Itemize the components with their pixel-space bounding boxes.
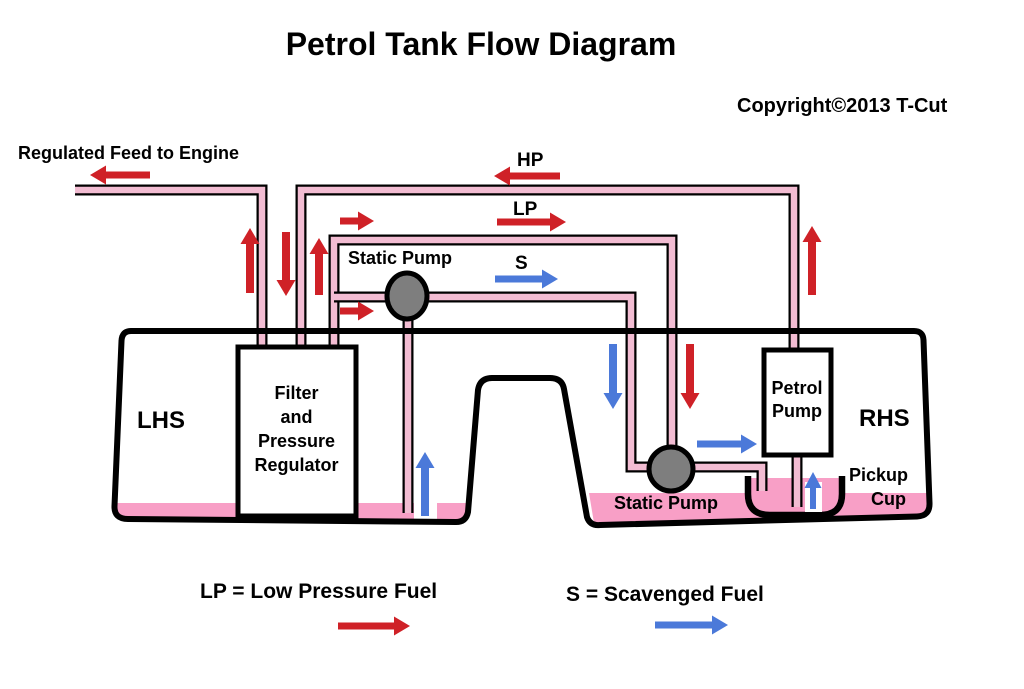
pipe-pump2-to-cup bbox=[688, 463, 766, 491]
lhs-label: LHS bbox=[137, 407, 185, 434]
regulated-feed-label: Regulated Feed to Engine bbox=[18, 143, 240, 163]
hp-label: HP bbox=[517, 150, 544, 171]
petrol-pump-label-line2: Pump bbox=[771, 401, 822, 421]
pickup-cup-label-line1: Pickup bbox=[849, 465, 909, 485]
static-pump-1 bbox=[384, 270, 430, 322]
s-label: S bbox=[515, 253, 528, 274]
arrow-up-lhs-suction bbox=[415, 452, 435, 516]
pipe-lp bbox=[330, 236, 676, 452]
arrow-right-s bbox=[495, 269, 558, 289]
arrow-up-cup-suction bbox=[804, 472, 822, 509]
arrow-right-lp-top bbox=[340, 211, 374, 231]
legend-s-text: S = Scavenged Fuel bbox=[566, 583, 764, 606]
pipe-engine-feed-outer bbox=[75, 184, 268, 352]
pipe-hp-outer bbox=[295, 184, 800, 352]
pipe-scavenge bbox=[424, 293, 654, 471]
tank-outline bbox=[111, 328, 933, 529]
rhs-label: RHS bbox=[859, 405, 910, 432]
pickup-cup-wall bbox=[744, 476, 846, 519]
filter-regulator-box bbox=[235, 344, 359, 519]
arrow-up-pump-output bbox=[802, 226, 822, 295]
filter-regulator-label: Filter and Pressure Regulator bbox=[239, 381, 354, 477]
static-pump-2-label: Static Pump bbox=[614, 493, 719, 513]
pickup-cup-label-line2: Cup bbox=[871, 489, 906, 509]
arrow-right-lp bbox=[497, 212, 566, 232]
pipe-lp-outer bbox=[328, 234, 678, 452]
static-pump-1-label: Static Pump bbox=[348, 248, 453, 268]
filter-regulator-label-line1: Filter bbox=[274, 383, 319, 403]
arrow-up-regulated-riser bbox=[240, 228, 260, 293]
pipe-hp bbox=[297, 186, 798, 352]
arrow-left-hp bbox=[494, 166, 560, 186]
arrow-right-pump2-to-cup bbox=[697, 434, 757, 454]
arrow-down-s-to-pump2 bbox=[603, 344, 623, 409]
diagram-title: Petrol Tank Flow Diagram bbox=[285, 26, 677, 62]
pipe-engine-feed bbox=[75, 186, 266, 352]
arrow-down-lp-to-pump2 bbox=[680, 344, 700, 409]
filter-regulator-label-line2: and bbox=[280, 407, 313, 427]
legend-arrow-red bbox=[338, 616, 410, 636]
arrow-down-hp-to-filter bbox=[276, 232, 296, 296]
filter-regulator-label-line4: Regulator bbox=[254, 455, 339, 475]
petrol-pump-box bbox=[761, 347, 834, 458]
pipe-scavenge-outer bbox=[424, 291, 654, 473]
arrow-left-regulated-feed bbox=[90, 165, 150, 185]
filter-regulator-label-line3: Pressure bbox=[257, 431, 336, 451]
lp-label: LP bbox=[513, 199, 538, 220]
static-pump-2 bbox=[646, 444, 696, 494]
petrol-pump-label: Petrol Pump bbox=[765, 377, 829, 423]
legend-lp-text: LP = Low Pressure Fuel bbox=[200, 580, 438, 603]
arrow-up-lp-riser bbox=[309, 238, 329, 295]
legend-arrow-blue bbox=[655, 615, 728, 635]
copyright-notice: Copyright©2013 T-Cut bbox=[737, 95, 948, 117]
arrow-right-lp-to-pump1 bbox=[340, 301, 374, 321]
petrol-pump-label-line1: Petrol bbox=[771, 378, 823, 398]
